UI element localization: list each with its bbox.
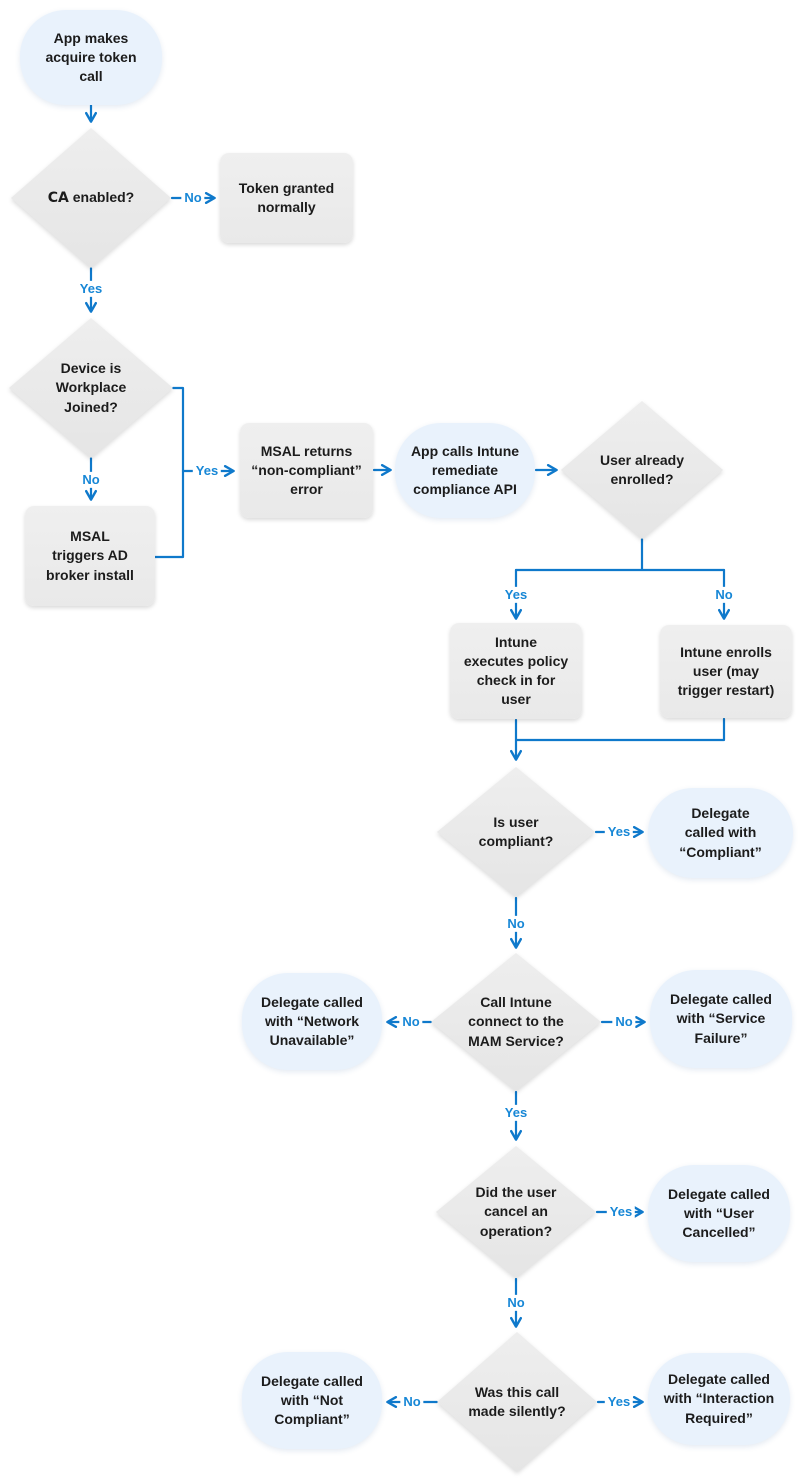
node-decision-already-enrolled: User already enrolled? (561, 401, 723, 539)
edge-label-cancel-yes: Yes (606, 1203, 636, 1221)
node-delegate-user-cancelled: Delegate called with “User Cancelled” (648, 1165, 790, 1262)
edge-label-compliant-yes: Yes (604, 823, 634, 841)
node-delegate-compliant: Delegate called with “Compliant” (648, 788, 793, 878)
ca-acronym: CA (47, 189, 69, 206)
node-decision-workplace-joined: Device is Workplace Joined? (9, 318, 173, 458)
edge-label-wpj-no: No (79, 471, 103, 489)
edge-label-mam-no-right: No (612, 1013, 636, 1031)
node-decision-mam-connect: Call Intune connect to the MAM Service? (431, 953, 601, 1091)
edge-label-silent-yes: Yes (604, 1393, 634, 1411)
edge-merge-line (514, 717, 726, 742)
node-decision-is-compliant: Is user compliant? (437, 767, 595, 897)
node-delegate-service-failure: Delegate called with “Service Failure” (650, 970, 792, 1068)
node-broker-install: MSAL triggers AD broker install (25, 506, 155, 606)
node-start-acquire-token: App makes acquire token call (20, 10, 162, 105)
node-enrolls-user: Intune enrolls user (may trigger restart… (660, 625, 792, 718)
node-decision-user-cancel: Did the user cancel an operation? (436, 1146, 596, 1278)
edge-label-ca-no: No (181, 189, 205, 207)
edge-wpj-broker-junction (153, 386, 185, 559)
node-delegate-network-unavailable: Delegate called with “Network Unavailabl… (242, 973, 382, 1070)
node-noncompliant-error: MSAL returns “non-compliant” error (240, 423, 373, 518)
node-token-granted: Token granted normally (220, 153, 353, 243)
edge-label-ca-yes: Yes (76, 280, 106, 298)
edge-label-enrolled-yes: Yes (501, 586, 531, 604)
ca-enabled-rest: enabled? (68, 188, 135, 205)
edge-label-enrolled-no: No (712, 586, 736, 604)
node-remediate-api: App calls Intune remediate compliance AP… (395, 423, 535, 518)
edge-enrolled-split (514, 537, 726, 572)
edge-label-wpj-yes: Yes (192, 462, 222, 480)
node-decision-ca-enabled: CA enabled? (11, 128, 171, 268)
edge-label-compliant-no: No (504, 915, 528, 933)
node-delegate-not-compliant: Delegate called with “Not Compliant” (242, 1352, 382, 1449)
node-decision-silent-call: Was this call made silently? (437, 1332, 597, 1472)
edge-label-mam-no-left: No (399, 1013, 423, 1031)
edge-label-cancel-no: No (504, 1294, 528, 1312)
edge-label-silent-no: No (400, 1393, 424, 1411)
edge-label-mam-yes: Yes (501, 1104, 531, 1122)
node-policy-checkin: Intune executes policy check in for user (450, 623, 582, 719)
node-delegate-interaction-required: Delegate called with “Interaction Requir… (648, 1353, 790, 1445)
